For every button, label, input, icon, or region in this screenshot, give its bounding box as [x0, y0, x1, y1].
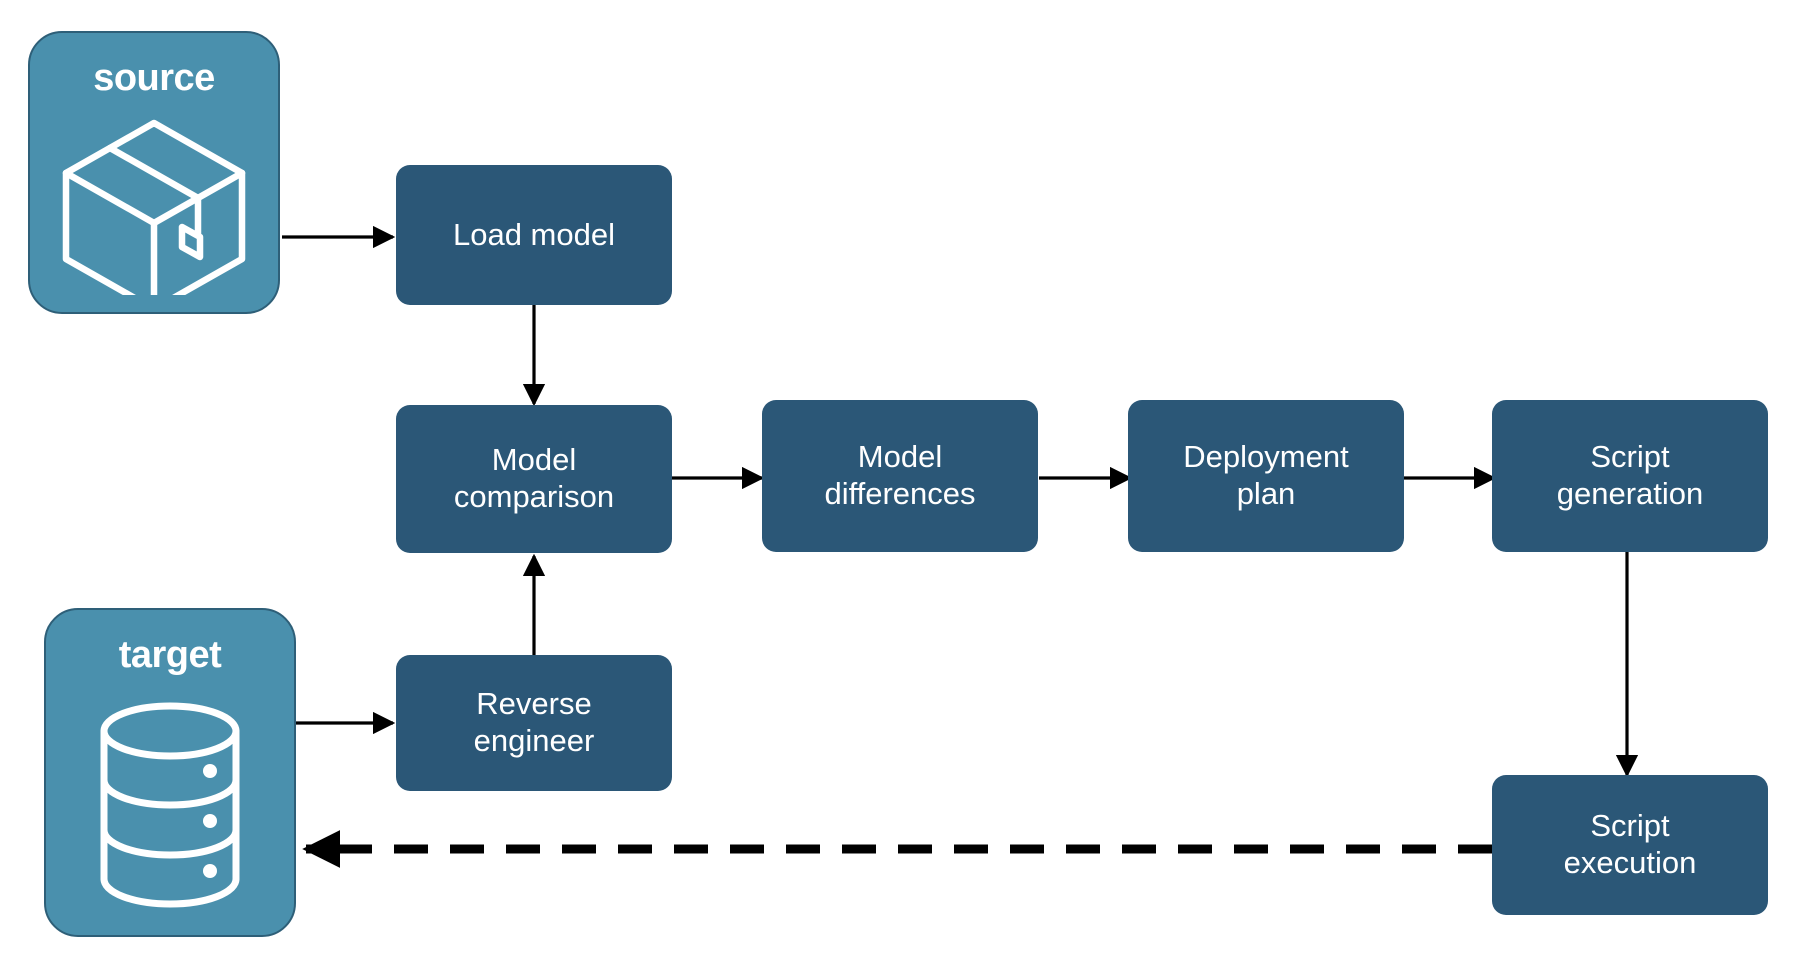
node-load-model[interactable]: Load model — [396, 165, 672, 305]
node-deployment-plan[interactable]: Deployment plan — [1128, 400, 1404, 552]
endpoint-target[interactable]: target — [44, 608, 296, 937]
endpoint-source[interactable]: source — [28, 31, 280, 314]
node-model-comparison[interactable]: Model comparison — [396, 405, 672, 553]
endpoint-source-label: source — [93, 57, 215, 99]
node-script-execution[interactable]: Script execution — [1492, 775, 1768, 915]
node-script-generation[interactable]: Script generation — [1492, 400, 1768, 552]
database-cylinder-icon — [46, 674, 294, 935]
endpoint-target-label: target — [118, 634, 222, 676]
package-box-icon — [30, 97, 278, 312]
node-reverse-engineer[interactable]: Reverse engineer — [396, 655, 672, 791]
node-model-differences[interactable]: Model differences — [762, 400, 1038, 552]
